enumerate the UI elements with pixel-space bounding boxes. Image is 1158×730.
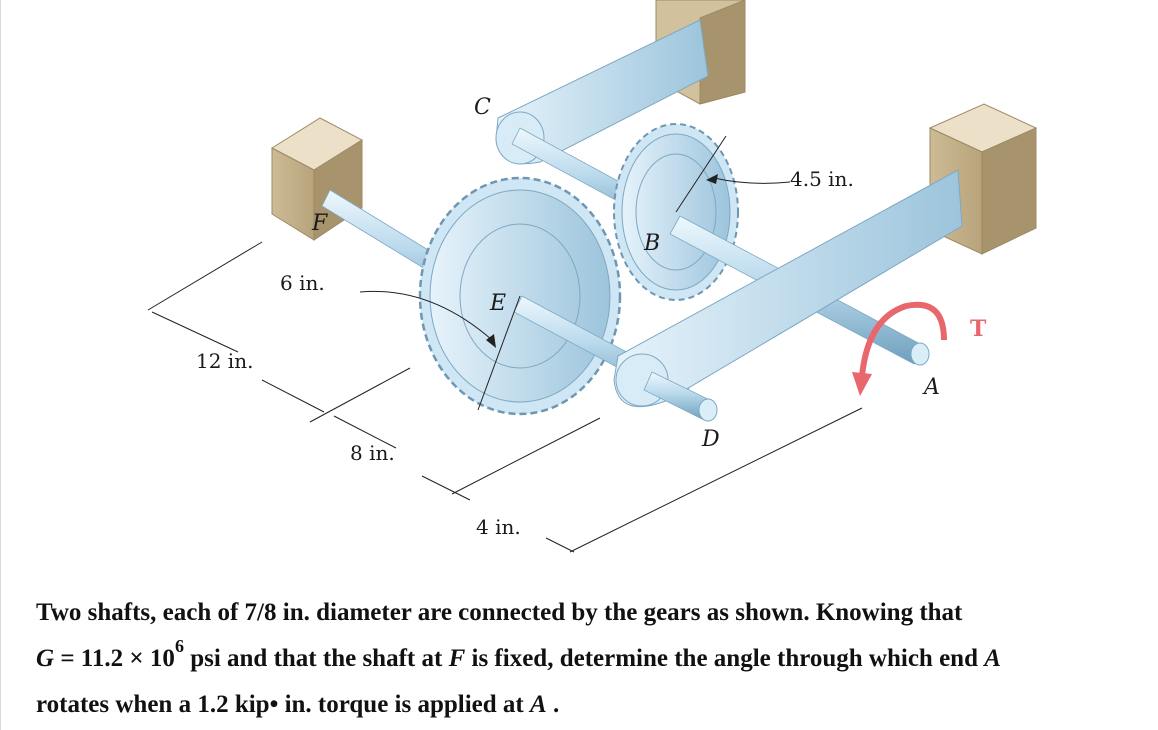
dimension-8in — [309, 367, 471, 501]
dimension-12in — [147, 241, 325, 413]
dimension-4in — [451, 407, 863, 553]
symbol-a-2: A — [530, 691, 547, 718]
dimension-label-12in: 12 in. — [196, 349, 253, 373]
problem-line-3: rotates when a 1.2 kip• in. torque is ap… — [36, 682, 1146, 728]
problem-line-2: G = 11.2 × 106 psi and that the shaft at… — [36, 636, 1146, 682]
label-c: C — [474, 95, 491, 120]
dimension-label-8in: 8 in. — [350, 441, 395, 465]
g-value: = 11.2 × 10 — [54, 645, 175, 672]
label-f: F — [311, 211, 328, 236]
gear-e — [418, 176, 622, 416]
dimension-label-4in: 4 in. — [476, 515, 521, 539]
g-exponent: 6 — [174, 636, 184, 656]
dimension-label-6in: 6 in. — [280, 271, 325, 295]
problem-statement: Two shafts, each of 7/8 in. diameter are… — [36, 590, 1146, 728]
radius-dimension-b — [675, 135, 791, 213]
problem-text-3b: . — [546, 691, 560, 718]
problem-text-2a: psi and that the shaft at — [183, 645, 449, 672]
label-a: A — [922, 375, 940, 400]
symbol-a: A — [984, 645, 1001, 672]
bearing-arm-d — [613, 169, 963, 422]
symbol-f: F — [448, 645, 466, 672]
label-d: D — [701, 427, 720, 452]
label-e: E — [489, 291, 506, 316]
dimension-label-4-5in: 4.5 in. — [790, 167, 854, 191]
problem-line-1: Two shafts, each of 7/8 in. diameter are… — [36, 590, 1146, 636]
problem-text-3a: rotates when a 1.2 kip• in. torque is ap… — [36, 691, 531, 718]
page-left-border — [0, 0, 1, 730]
torque-arrow — [852, 301, 947, 396]
problem-text-1: Two shafts, each of 7/8 in. diameter are… — [36, 599, 963, 626]
problem-text-2b: is fixed, determine the angle through wh… — [465, 645, 985, 672]
label-torque-t: T — [970, 316, 987, 342]
radius-dimension-e — [359, 290, 521, 411]
symbol-g: G — [36, 645, 55, 672]
label-b: B — [643, 231, 660, 256]
